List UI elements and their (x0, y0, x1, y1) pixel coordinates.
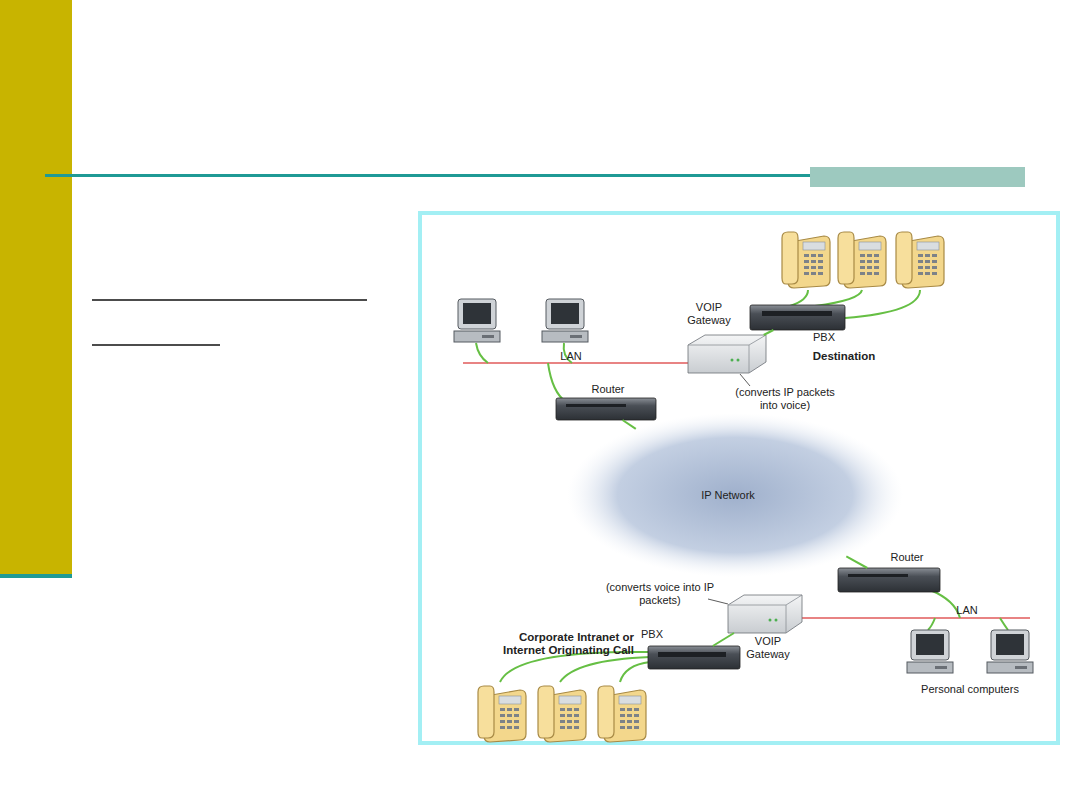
pbx-node: PBX (750, 305, 845, 330)
site-label: Destination (804, 350, 884, 363)
link-line (846, 556, 867, 568)
pbx-device (750, 305, 845, 330)
router-device (838, 568, 940, 592)
node-label: VOIP Gateway (683, 301, 735, 327)
gateway-device (728, 595, 802, 633)
router-node: Router (556, 398, 656, 420)
network-label: LAN (556, 350, 586, 363)
network-label: LAN (952, 604, 982, 617)
node-label: IP Network (683, 489, 773, 502)
device-label: Personal computers (900, 683, 1040, 696)
gateway-node: VOIP Gateway(converts IP packets into vo… (688, 335, 766, 373)
router-device (556, 398, 656, 420)
node-label: (converts voice into IP packets) (604, 581, 716, 607)
node-label: PBX (804, 331, 844, 344)
gateway-node: (converts voice into IP packets)VOIP Gat… (728, 595, 802, 633)
node-label: Router (585, 383, 631, 396)
node-note: (converts IP packets into voice) (726, 386, 844, 412)
pbx-node: PBX (648, 646, 740, 669)
router-node: Router (838, 568, 940, 592)
node-label: PBX (638, 628, 666, 641)
network-cloud: IP Network (567, 413, 903, 577)
link-line (764, 330, 774, 335)
link-line (623, 420, 636, 429)
site-label: Corporate Intranet or Internet Originati… (498, 631, 634, 657)
pbx-device (648, 646, 740, 669)
node-label: Router (884, 551, 930, 564)
gateway-device (688, 335, 766, 373)
node-note: VOIP Gateway (742, 635, 794, 661)
link-line (713, 633, 734, 646)
